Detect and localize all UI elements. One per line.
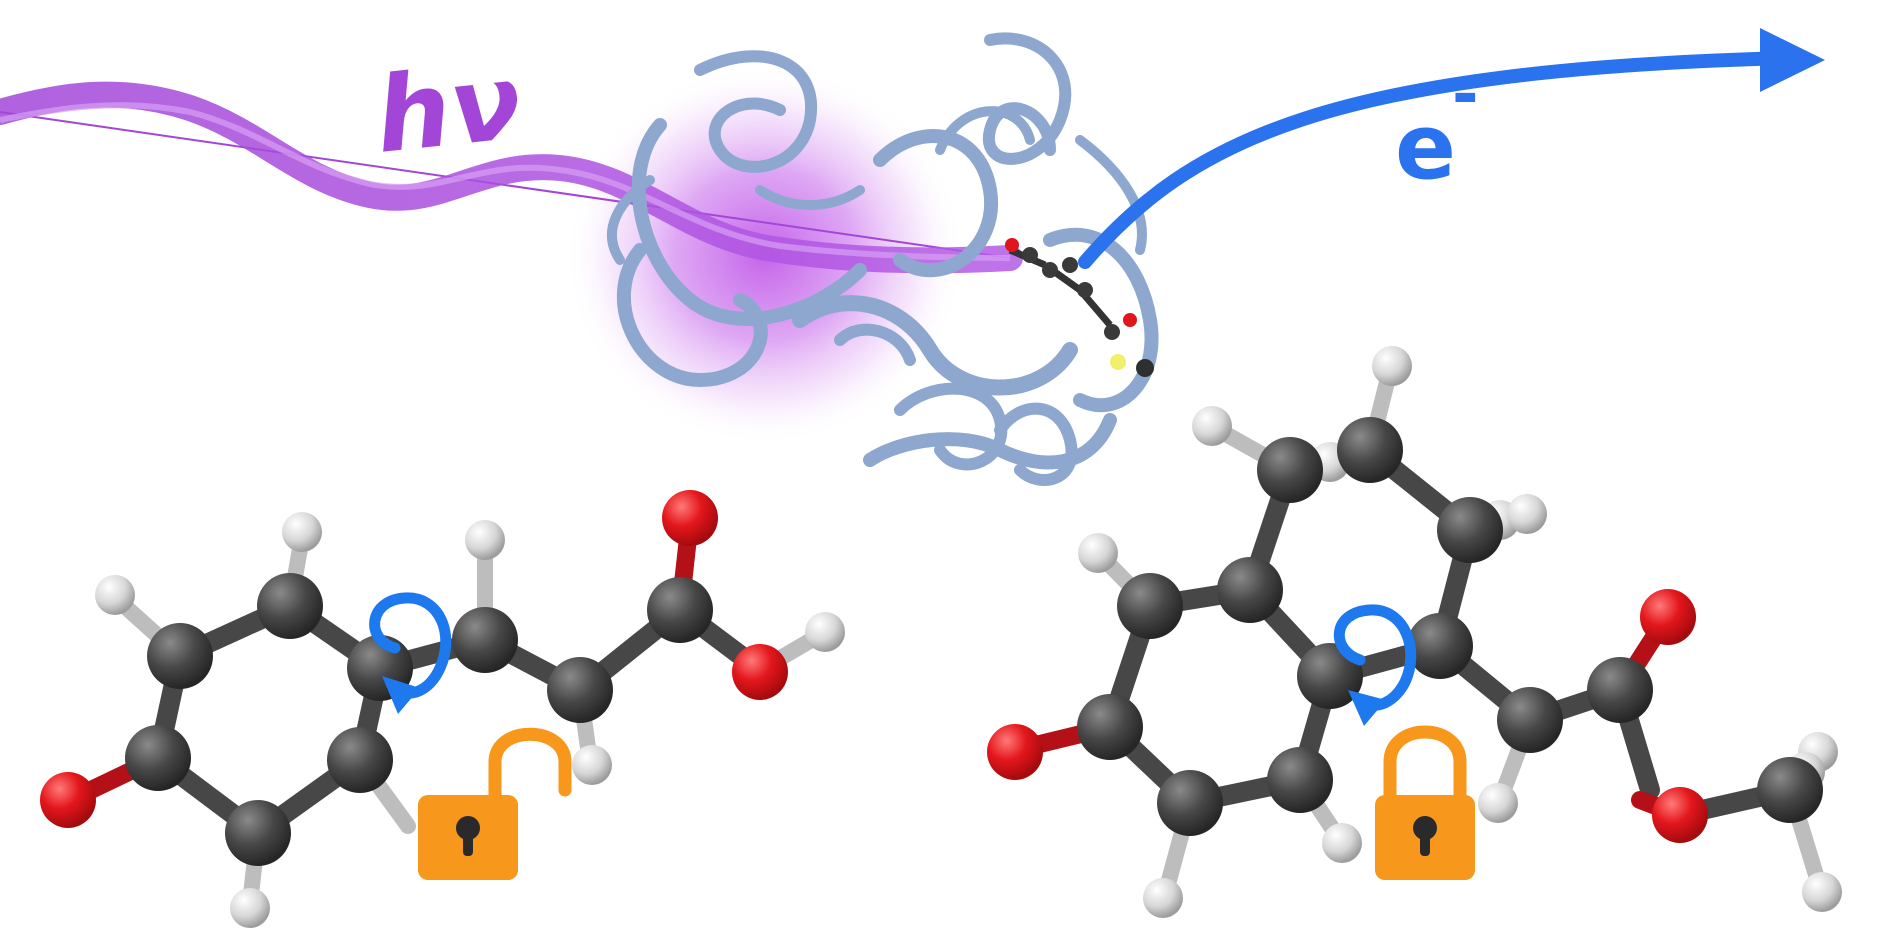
rotation-arrow-left bbox=[369, 592, 452, 714]
unlocked-padlock-icon bbox=[418, 727, 572, 880]
electron-charge-label: - bbox=[1452, 58, 1479, 132]
protein-chromophore bbox=[1005, 238, 1154, 377]
locked-molecule bbox=[987, 346, 1842, 918]
unlocked-molecule bbox=[40, 490, 845, 928]
photon-label: hν bbox=[370, 40, 527, 176]
locked-padlock-icon bbox=[1375, 725, 1475, 880]
electron-label: e bbox=[1395, 95, 1456, 200]
rotation-arrow-right bbox=[1333, 604, 1417, 726]
photon-wave bbox=[0, 81, 1023, 274]
protein-ribbon bbox=[606, 32, 1159, 486]
electron-arrow bbox=[1078, 28, 1825, 269]
